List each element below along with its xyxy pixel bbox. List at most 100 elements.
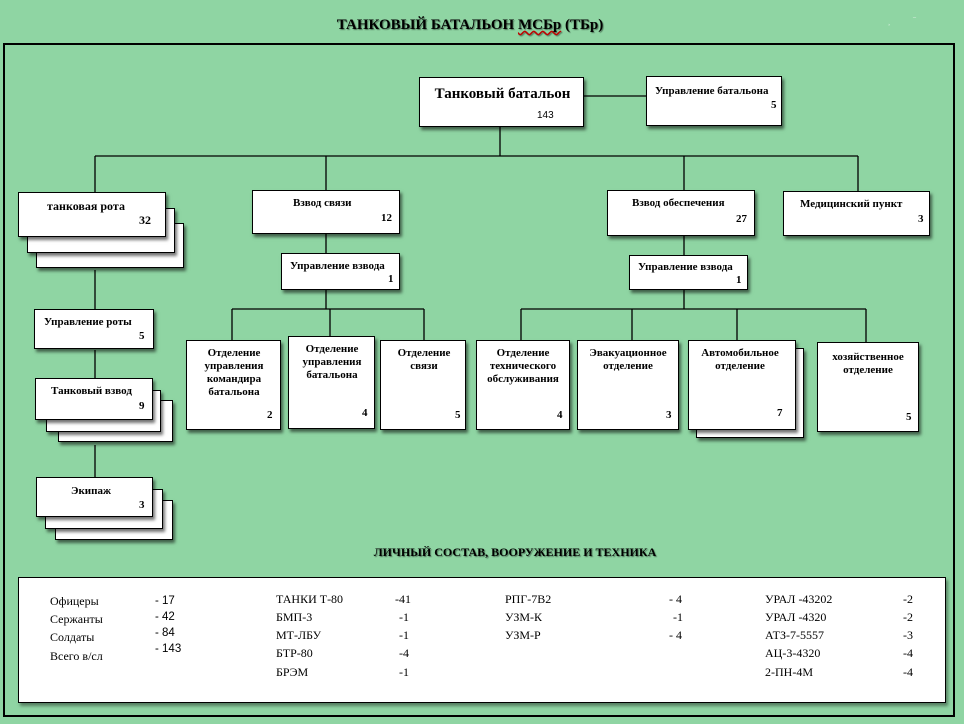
medical-post-box: Медицинский пункт 3 — [783, 191, 930, 236]
diagram-title: ТАНКОВЫЙ БАТАЛЬОН МСБр (ТБр) — [0, 17, 940, 34]
company-hq-box: Управление роты 5 — [34, 309, 154, 349]
support-section-box: Эвакуационное отделение 3 — [577, 340, 679, 430]
battalion-box: Танковый батальон 143 — [419, 77, 584, 127]
battalion-label: Танковый батальон — [434, 86, 571, 102]
signal-section-count: 2 — [267, 409, 273, 421]
signal-section-label: Отделение связи — [397, 347, 451, 372]
equipment-value: -4 — [903, 665, 913, 679]
equipment-name: ТАНКИ Т-80 — [276, 592, 344, 606]
support-section-label: Автомобильное отделение — [701, 347, 779, 372]
signal-section-box: Отделение управления командира батальона… — [186, 340, 281, 430]
signal-platoon-hq-label: Управление взвода — [290, 260, 385, 272]
equipment-value: -1 — [399, 628, 409, 642]
personnel-name: Солдаты — [50, 630, 95, 644]
crew-label: Экипаж — [71, 485, 111, 497]
equipment-name: 2-ПН-4М — [765, 665, 813, 679]
equipment-value: -4 — [903, 646, 913, 660]
personnel-name: Офицеры — [50, 594, 99, 608]
support-section-label: Эвакуационное отделение — [589, 347, 667, 372]
equipment-value: -4 — [399, 646, 409, 660]
personnel-row: Сержанты — [50, 612, 103, 626]
crew-box: Экипаж 3 — [36, 477, 153, 517]
corner-mark: ¸ — [888, 20, 890, 26]
signal-platoon-hq-box: Управление взвода 1 — [281, 253, 400, 290]
battalion-hq-box: Управление батальона 5 — [646, 76, 782, 126]
signal-platoon-hq-count: 1 — [388, 273, 394, 285]
equipment-name: БРЭМ — [276, 665, 309, 679]
tank-company-count: 32 — [139, 213, 151, 227]
equipment-value: -41 — [395, 592, 411, 606]
personnel-value: - 17 — [155, 595, 175, 607]
equipment-name: УЗМ-Р — [505, 628, 541, 642]
corner-mark: ¯ — [913, 18, 916, 24]
support-section-box: хозяйственное отделение 5 — [817, 342, 919, 432]
medical-post-count: 3 — [918, 213, 924, 225]
signal-section-label: Отделение управления командира батальона — [204, 347, 264, 398]
personnel-value: - 143 — [155, 643, 182, 655]
company-hq-label: Управление роты — [44, 316, 132, 328]
personnel-name: Сержанты — [50, 612, 103, 626]
signal-section-label: Отделение управления батальона — [302, 343, 362, 381]
equipment-name: УРАЛ -43202 — [765, 592, 833, 606]
company-hq-count: 5 — [139, 330, 145, 342]
support-section-label: хозяйственное отделение — [832, 351, 904, 376]
signal-platoon-label: Взвод связи — [293, 197, 352, 209]
support-platoon-label: Взвод обеспечения — [632, 197, 725, 209]
equipment-value: -1 — [399, 665, 409, 679]
equipment-name: АЦ-3-4320 — [765, 646, 821, 660]
title-main: ТАНКОВЫЙ БАТАЛЬОН — [336, 17, 518, 33]
title-tail: (ТБр) — [561, 17, 604, 33]
personnel-name: Всего в/сл — [50, 649, 103, 663]
battalion-hq-label: Управление батальона — [655, 85, 769, 97]
signal-section-count: 5 — [455, 409, 461, 421]
equipment-value: -2 — [903, 592, 913, 606]
tank-platoon-box: Танковый взвод 9 — [35, 378, 153, 420]
support-platoon-hq-label: Управление взвода — [638, 261, 733, 273]
title-abbr: МСБр — [517, 17, 562, 33]
signal-section-box: Отделение управления батальона 4 — [288, 336, 375, 429]
equipment-name: АТЗ-7-5557 — [765, 628, 824, 642]
support-platoon-hq-count: 1 — [736, 274, 742, 286]
battalion-count: 143 — [537, 110, 554, 121]
personnel-value: - 84 — [155, 627, 175, 639]
signal-section-box: Отделение связи 5 — [380, 340, 466, 430]
support-section-label: Отделение технического обслуживания — [487, 347, 559, 385]
equipment-value: - 4 — [669, 592, 682, 606]
support-platoon-hq-box: Управление взвода 1 — [629, 255, 748, 290]
support-section-box: Отделение технического обслуживания 4 — [476, 340, 570, 430]
tank-company-box: танковая рота 32 — [18, 192, 166, 237]
support-platoon-box: Взвод обеспечения 27 — [607, 190, 755, 236]
tank-platoon-label: Танковый взвод — [51, 385, 132, 397]
personnel-equipment-title: ЛИЧНЫЙ СОСТАВ, ВООРУЖЕНИЕ И ТЕХНИКА — [373, 545, 657, 559]
equipment-value: -1 — [399, 610, 409, 624]
signal-platoon-count: 12 — [381, 212, 392, 224]
equipment-name: РПГ-7В2 — [505, 592, 552, 606]
personnel-value: - 42 — [155, 611, 175, 623]
personnel-row: Всего в/сл — [50, 649, 103, 663]
equipment-value: -3 — [903, 628, 913, 642]
support-platoon-count: 27 — [736, 213, 747, 225]
equipment-name: УРАЛ -4320 — [765, 610, 827, 624]
personnel-equipment-table: Офицеры - 17 Сержанты - 42 Солдаты - 84 … — [18, 577, 946, 703]
personnel-row: Солдаты — [50, 630, 94, 644]
equipment-value: - 4 — [669, 628, 682, 642]
signal-platoon-box: Взвод связи 12 — [252, 190, 400, 234]
signal-section-count: 4 — [362, 407, 368, 419]
equipment-value: -1 — [673, 610, 683, 624]
support-section-count: 7 — [777, 407, 783, 419]
equipment-value: -2 — [903, 610, 913, 624]
tank-platoon-count: 9 — [139, 400, 145, 412]
equipment-name: БМП-3 — [276, 610, 313, 624]
equipment-name: МТ-ЛБУ — [276, 628, 322, 642]
equipment-name: УЗМ-К — [505, 610, 543, 624]
medical-post-label: Медицинский пункт — [800, 198, 903, 210]
personnel-row: Офицеры — [50, 594, 99, 608]
support-section-count: 4 — [557, 409, 563, 421]
crew-count: 3 — [139, 499, 145, 511]
equipment-name: БТР-80 — [276, 646, 313, 660]
support-section-box: Автомобильное отделение 7 — [688, 340, 796, 430]
diagram-frame — [3, 43, 955, 717]
battalion-hq-count: 5 — [771, 99, 777, 111]
support-section-count: 3 — [666, 409, 672, 421]
